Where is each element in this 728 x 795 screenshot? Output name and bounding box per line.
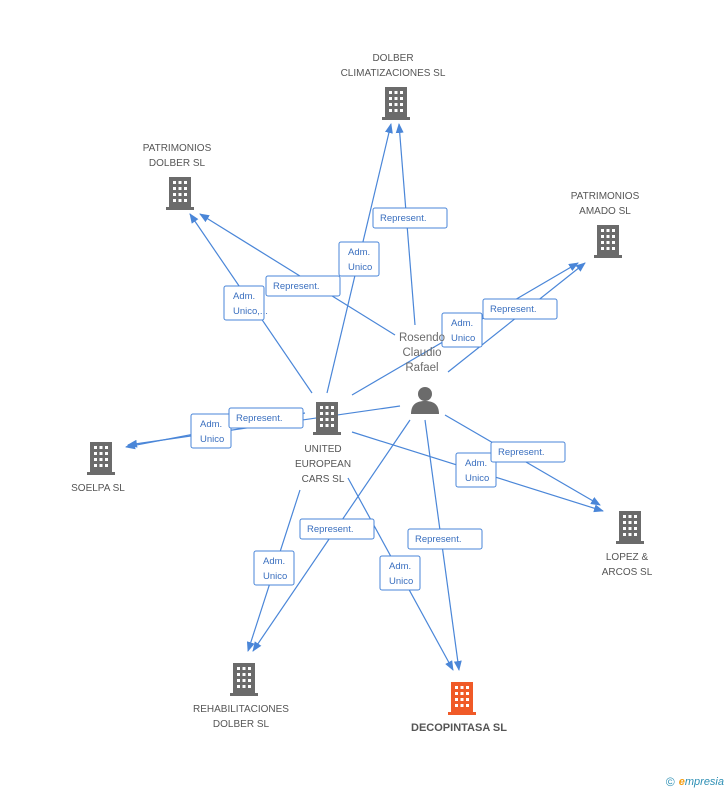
edge-label-rosendo-to-rehab[interactable]: Represent. bbox=[299, 518, 375, 540]
edge-label-text: Adm. bbox=[451, 318, 473, 329]
edge-label-box bbox=[482, 298, 558, 320]
edge-label-text: Represent. bbox=[415, 534, 461, 545]
node-patr_amado[interactable]: PATRIMONIOS AMADO SL bbox=[571, 191, 640, 258]
edge-label-text: Represent. bbox=[307, 524, 353, 535]
edge-label-box bbox=[228, 407, 304, 429]
node-label: SOELPA SL bbox=[71, 483, 125, 494]
node-label: PATRIMONIOS bbox=[143, 143, 212, 154]
node-label: REHABILITACIONES bbox=[193, 704, 289, 715]
edge-label-uec-to-lopez[interactable]: Adm. Unico bbox=[455, 452, 497, 488]
node-label: DECOPINTASA SL bbox=[411, 722, 507, 734]
edge-label-text: Unico bbox=[451, 333, 475, 344]
node-label: PATRIMONIOS bbox=[571, 191, 640, 202]
node-label: DOLBER SL bbox=[149, 158, 206, 169]
edge-label-box bbox=[223, 285, 265, 321]
edge-label-box bbox=[299, 518, 375, 540]
edge-label-box bbox=[190, 413, 232, 449]
node-label: ARCOS SL bbox=[602, 567, 653, 578]
edge-label-box bbox=[441, 312, 483, 348]
edge-label-text: Represent. bbox=[380, 213, 426, 224]
node-label: EUROPEAN bbox=[295, 459, 351, 470]
edge-label-uec-to-rehab[interactable]: Adm. Unico bbox=[253, 550, 295, 586]
edge-label-text: Unico bbox=[200, 434, 224, 445]
building-icon bbox=[230, 663, 258, 696]
edge-label-text: Unico bbox=[348, 262, 372, 273]
node-label: Rafael bbox=[405, 362, 438, 374]
empresia-logo: empresia bbox=[679, 776, 724, 788]
edge-label-box bbox=[455, 452, 497, 488]
node-uec[interactable]: UNITED EUROPEAN CARS SL bbox=[295, 402, 351, 485]
edge-label-text: Represent. bbox=[498, 447, 544, 458]
building-icon bbox=[616, 511, 644, 544]
edge-label-text: Unico bbox=[465, 473, 489, 484]
edge-label-text: Represent. bbox=[273, 281, 319, 292]
node-decop[interactable]: DECOPINTASA SL bbox=[411, 682, 507, 734]
node-label: CARS SL bbox=[302, 474, 345, 485]
edge-label-text: Adm. bbox=[200, 419, 222, 430]
edge-label-rosendo-to-dolber_clim[interactable]: Represent. bbox=[372, 207, 448, 229]
node-rehab[interactable]: REHABILITACIONES DOLBER SL bbox=[193, 663, 289, 730]
edge-label-box bbox=[372, 207, 448, 229]
node-label: UNITED bbox=[304, 444, 341, 455]
building-icon bbox=[594, 225, 622, 258]
brand-rest: mpresia bbox=[684, 776, 724, 788]
edge-label-uec-to-dolber_clim[interactable]: Adm. Unico bbox=[338, 241, 380, 277]
edge-label-box bbox=[490, 441, 566, 463]
edge-label-text: Unico bbox=[263, 571, 287, 582]
edge-rosendo-to-patr_dolber bbox=[199, 213, 396, 336]
edge-label-rosendo-to-lopez[interactable]: Represent. bbox=[490, 441, 566, 463]
node-label: AMADO SL bbox=[579, 206, 631, 217]
edge-label-text: Adm. bbox=[465, 458, 487, 469]
edge-label-uec-to-soelpa[interactable]: Adm. Unico bbox=[190, 413, 232, 449]
building-icon bbox=[313, 402, 341, 435]
edge-label-box bbox=[253, 550, 295, 586]
edge-label-uec-to-patr_dolber[interactable]: Adm. Unico,... bbox=[223, 285, 268, 321]
building-icon bbox=[382, 87, 410, 120]
edge-label-text: Adm. bbox=[263, 556, 285, 567]
edge-label-text: Adm. bbox=[348, 247, 370, 258]
edge-labels-layer: Adm.UnicoRepresent.Adm.Unico,...Represen… bbox=[190, 207, 566, 591]
node-label: DOLBER SL bbox=[213, 719, 270, 730]
node-lopez[interactable]: LOPEZ & ARCOS SL bbox=[602, 511, 653, 578]
edge-label-rosendo-to-patr_dolber[interactable]: Represent. bbox=[265, 275, 341, 297]
edges-layer bbox=[125, 123, 604, 671]
edge-label-text: Represent. bbox=[490, 304, 536, 315]
building-icon bbox=[87, 442, 115, 475]
node-label: CLIMATIZACIONES SL bbox=[341, 68, 446, 79]
edge-label-uec-to-decop[interactable]: Adm. Unico bbox=[379, 555, 421, 591]
copyright-symbol: © bbox=[665, 775, 675, 789]
node-label: Claudio bbox=[403, 347, 442, 359]
edge-label-text: Represent. bbox=[236, 413, 282, 424]
edge-label-rosendo-to-soelpa[interactable]: Represent. bbox=[228, 407, 304, 429]
node-label: DOLBER bbox=[372, 53, 413, 64]
edge-label-rosendo-to-decop[interactable]: Represent. bbox=[407, 528, 483, 550]
node-soelpa[interactable]: SOELPA SL bbox=[71, 442, 125, 494]
node-label: Rosendo bbox=[399, 332, 445, 344]
person-icon bbox=[411, 387, 439, 414]
footer-brand: © empresia bbox=[666, 775, 724, 789]
node-dolber_clim[interactable]: DOLBER CLIMATIZACIONES SL bbox=[341, 53, 446, 120]
node-label: LOPEZ & bbox=[606, 552, 649, 563]
building-icon bbox=[448, 682, 476, 715]
edge-label-rosendo-to-patr_amado[interactable]: Represent. bbox=[482, 298, 558, 320]
brand-initial: e bbox=[678, 776, 685, 788]
edge-label-uec-to-patr_amado[interactable]: Adm. Unico bbox=[441, 312, 483, 348]
edge-label-box bbox=[338, 241, 380, 277]
edge-label-box bbox=[379, 555, 421, 591]
nodes-layer: DOLBER CLIMATIZACIONES SL PATRIMONIOS DOLBE… bbox=[71, 53, 653, 734]
edge-label-text: Adm. bbox=[233, 291, 255, 302]
edge-label-text: Adm. bbox=[389, 561, 411, 572]
edge-label-text: Unico,... bbox=[233, 306, 268, 317]
edge-label-box bbox=[407, 528, 483, 550]
edge-label-box bbox=[265, 275, 341, 297]
node-patr_dolber[interactable]: PATRIMONIOS DOLBER SL bbox=[143, 143, 212, 210]
building-icon bbox=[166, 177, 194, 210]
edge-label-text: Unico bbox=[389, 576, 413, 587]
